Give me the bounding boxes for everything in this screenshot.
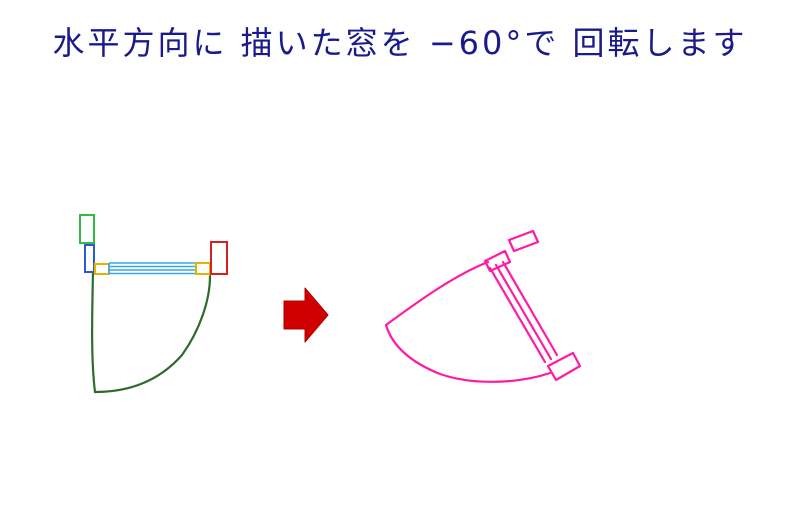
rotated-top-hinge [483, 249, 512, 273]
rotated-bottom-handle [546, 351, 582, 382]
rotated-glass-line-3 [501, 260, 559, 357]
cyan-glass-bar [108, 262, 197, 275]
left-yellow-hinge [94, 263, 110, 275]
window-sash-outline [91, 270, 212, 394]
blue-handle [84, 244, 95, 273]
red-arrow-right [283, 287, 329, 343]
rotated-sash-outline [384, 260, 552, 383]
green-handle [79, 214, 95, 244]
rotated-glass-line-2 [494, 263, 553, 361]
red-handle [210, 241, 228, 275]
right-yellow-hinge [195, 262, 211, 275]
horizontal-window [79, 214, 228, 394]
page-title: 水平方向に 描いた窓を −60°で 回転します [52, 24, 748, 62]
rotated-glass-line-1 [488, 266, 547, 364]
window-rotated-minus-60 [384, 229, 582, 383]
rotated-top-handle [507, 229, 540, 253]
